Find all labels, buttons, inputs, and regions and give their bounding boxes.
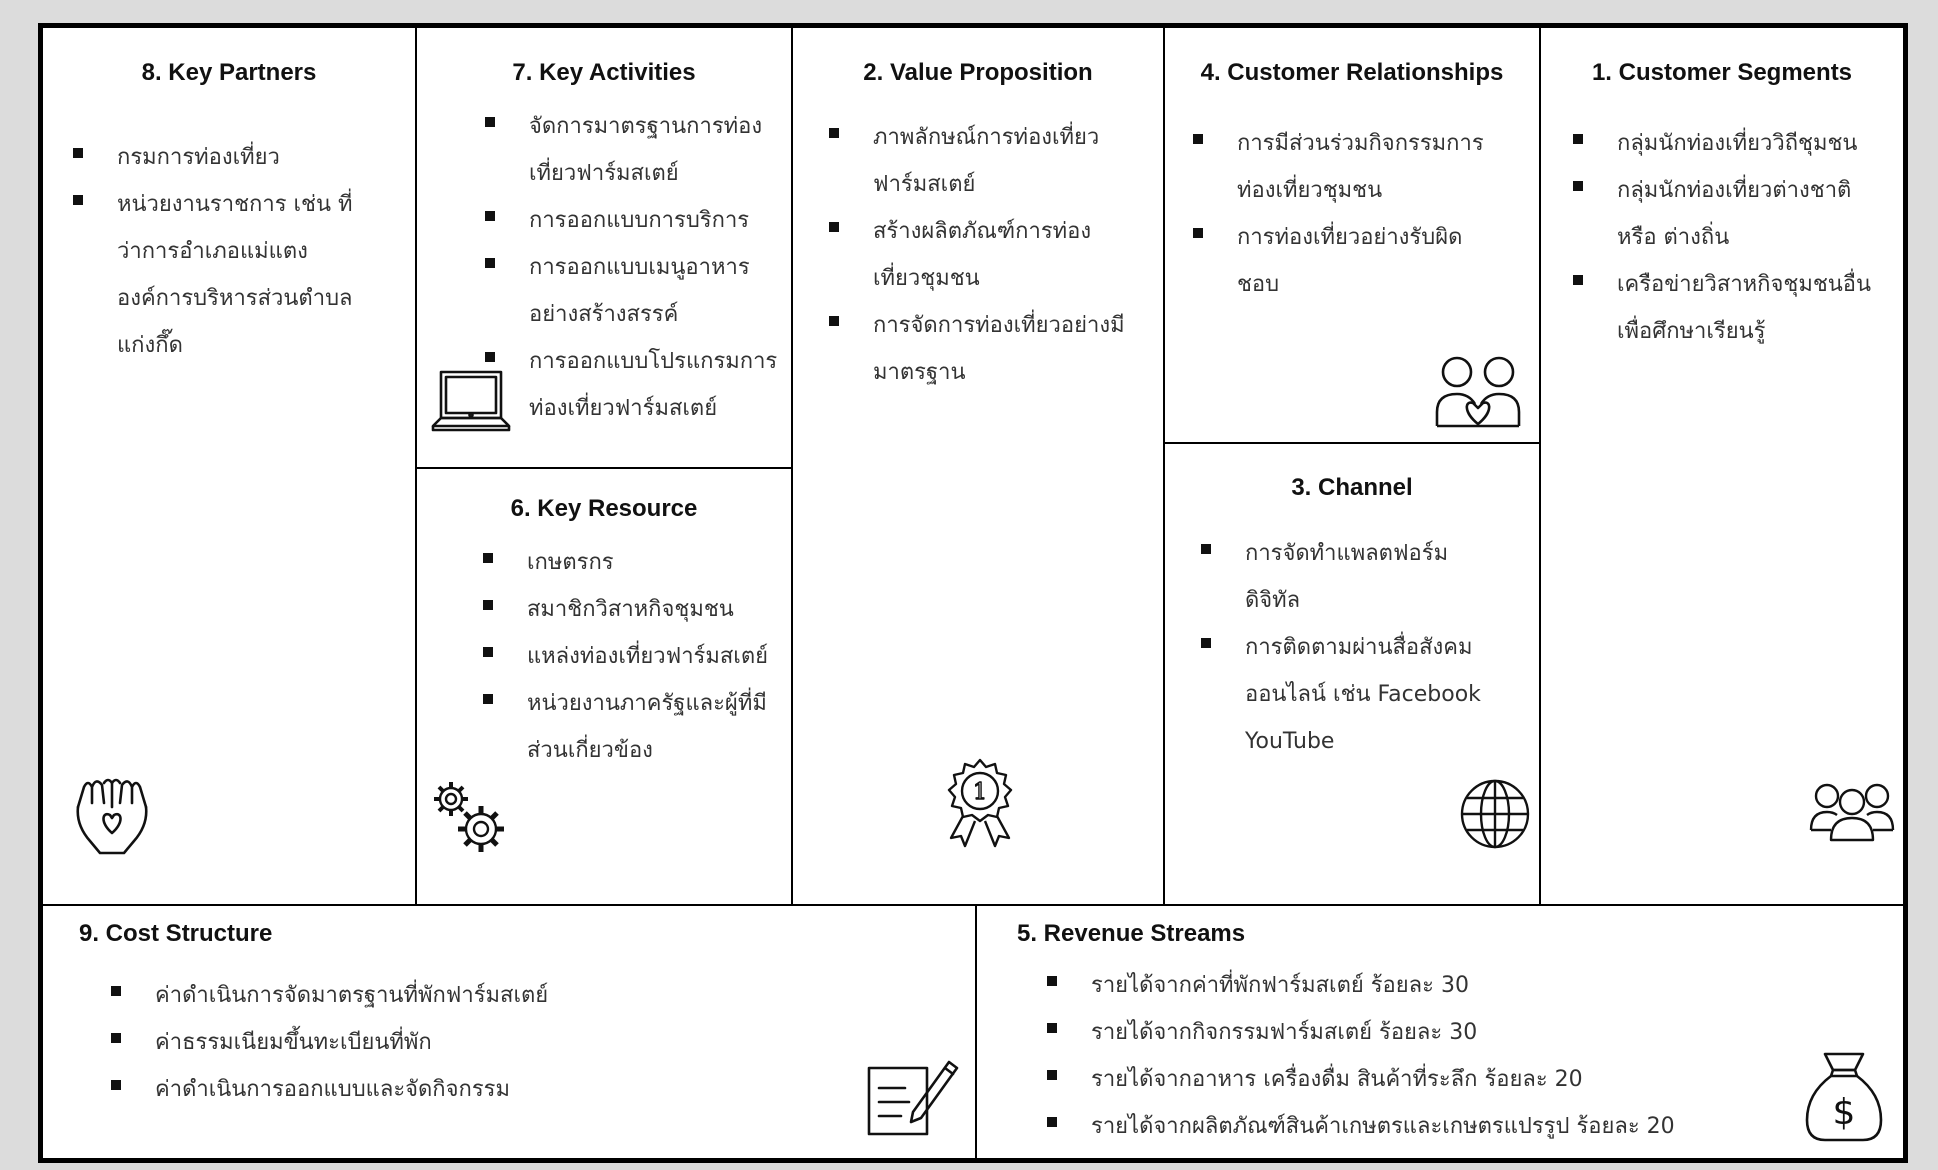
gears-icon: [427, 775, 507, 855]
list-item: รายได้จากกิจกรรมฟาร์มสเตย์ ร้อยละ 30: [1045, 1009, 1685, 1056]
list-item: แหล่งท่องเที่ยวฟาร์มสเตย์: [481, 633, 787, 680]
list-item: การท่องเที่ยวอย่างรับผิดชอบ: [1191, 214, 1491, 308]
list-item: ค่าดำเนินการออกแบบและจัดกิจกรรม: [109, 1066, 709, 1113]
value-proposition-block: 2. Value Proposition ภาพลักษณ์การท่องเที…: [791, 26, 1165, 906]
list-item: การออกแบบการบริการ: [483, 197, 783, 244]
laptop-icon: [429, 368, 513, 434]
couple-heart-icon: [1433, 354, 1523, 428]
list-item: รายได้จากอาหาร เครื่องดื่ม สินค้าที่ระลึ…: [1045, 1056, 1685, 1103]
list-item: การจัดการท่องเที่ยวอย่างมีมาตรฐาน: [827, 302, 1127, 396]
key-partners-block: 8. Key Partners กรมการท่องเที่ยว หน่วยงา…: [41, 26, 417, 906]
revenue-streams-title: 5. Revenue Streams: [1017, 920, 1246, 947]
list-item: หน่วยงานราชการ เช่น ที่ว่าการอำเภอแม่แตง…: [71, 181, 371, 369]
cost-structure-block: 9. Cost Structure ค่าดำเนินการจัดมาตรฐาน…: [41, 904, 977, 1160]
key-activities-block: 7. Key Activities จัดการมาตรฐานการท่องเท…: [415, 26, 793, 469]
list-item: การออกแบบเมนูอาหารอย่างสร้างสรรค์: [483, 244, 783, 338]
globe-icon: [1459, 778, 1531, 850]
list-item: กลุ่มนักท่องเที่ยววิถีชุมชน: [1571, 120, 1881, 167]
money-bag-icon: $: [1803, 1050, 1885, 1144]
key-resource-block: 6. Key Resource เกษตรกร สมาชิกวิสาหกิจชุ…: [415, 467, 793, 906]
key-partners-list: กรมการท่องเที่ยว หน่วยงานราชการ เช่น ที่…: [71, 134, 371, 369]
channel-block: 3. Channel การจัดทำแพลตฟอร์มดิจิทัล การต…: [1163, 442, 1541, 906]
list-item: จัดการมาตรฐานการท่องเที่ยวฟาร์มสเตย์: [483, 103, 783, 197]
group-people-icon: [1809, 778, 1895, 842]
business-model-canvas: 8. Key Partners กรมการท่องเที่ยว หน่วยงา…: [38, 23, 1908, 1163]
value-proposition-list: ภาพลักษณ์การท่องเที่ยวฟาร์มสเตย์ สร้างผล…: [827, 114, 1127, 396]
cost-structure-list: ค่าดำเนินการจัดมาตรฐานที่พักฟาร์มสเตย์ ค…: [109, 972, 709, 1113]
customer-relationships-title: 4. Customer Relationships: [1200, 59, 1504, 86]
document-pen-icon: [865, 1056, 961, 1138]
key-activities-list: จัดการมาตรฐานการท่องเที่ยวฟาร์มสเตย์ การ…: [483, 103, 783, 432]
key-partners-title: 8. Key Partners: [141, 59, 317, 86]
list-item: การออกแบบโปรแกรมการท่องเที่ยวฟาร์มสเตย์: [483, 338, 783, 432]
list-item: รายได้จากผลิตภัณฑ์สินค้าเกษตรและเกษตรแปร…: [1045, 1103, 1685, 1150]
list-item: ภาพลักษณ์การท่องเที่ยวฟาร์มสเตย์: [827, 114, 1127, 208]
svg-text:1: 1: [973, 780, 987, 805]
list-item: รายได้จากค่าที่พักฟาร์มสเตย์ ร้อยละ 30: [1045, 962, 1685, 1009]
key-resource-list: เกษตรกร สมาชิกวิสาหกิจชุมชน แหล่งท่องเที…: [481, 539, 787, 774]
channel-title: 3. Channel: [1291, 474, 1413, 501]
revenue-streams-list: รายได้จากค่าที่พักฟาร์มสเตย์ ร้อยละ 30 ร…: [1045, 962, 1685, 1150]
cost-structure-title: 9. Cost Structure: [79, 920, 273, 947]
list-item: การจัดทำแพลตฟอร์มดิจิทัล: [1199, 530, 1499, 624]
award-ribbon-icon: 1: [937, 758, 1023, 848]
list-item: เครือข่ายวิสาหกิจชุมชนอื่นเพื่อศึกษาเรีย…: [1571, 261, 1881, 355]
value-proposition-title: 2. Value Proposition: [863, 59, 1093, 86]
key-resource-title: 6. Key Resource: [510, 495, 698, 522]
key-activities-title: 7. Key Activities: [512, 59, 696, 86]
customer-segments-block: 1. Customer Segments กลุ่มนักท่องเที่ยวว…: [1539, 26, 1905, 906]
list-item: การติดตามผ่านสื่อสังคมออนไลน์ เช่น Faceb…: [1199, 624, 1499, 765]
list-item: สมาชิกวิสาหกิจชุมชน: [481, 586, 787, 633]
list-item: สร้างผลิตภัณฑ์การท่องเที่ยวชุมชน: [827, 208, 1127, 302]
channel-list: การจัดทำแพลตฟอร์มดิจิทัล การติดตามผ่านสื…: [1199, 530, 1499, 765]
revenue-streams-block: 5. Revenue Streams รายได้จากค่าที่พักฟาร…: [975, 904, 1905, 1160]
customer-segments-list: กลุ่มนักท่องเที่ยววิถีชุมชน กลุ่มนักท่อง…: [1571, 120, 1881, 355]
list-item: ค่าธรรมเนียมขึ้นทะเบียนที่พัก: [109, 1019, 709, 1066]
list-item: กลุ่มนักท่องเที่ยวต่างชาติหรือ ต่างถิ่น: [1571, 167, 1881, 261]
svg-text:$: $: [1833, 1092, 1856, 1133]
list-item: เกษตรกร: [481, 539, 787, 586]
list-item: การมีส่วนร่วมกิจกรรมการท่องเที่ยวชุมชน: [1191, 120, 1491, 214]
caring-hands-heart-icon: [70, 763, 154, 857]
list-item: หน่วยงานภาครัฐและผู้ที่มีส่วนเกี่ยวข้อง: [481, 680, 787, 774]
customer-relationships-block: 4. Customer Relationships การมีส่วนร่วมก…: [1163, 26, 1541, 444]
list-item: ค่าดำเนินการจัดมาตรฐานที่พักฟาร์มสเตย์: [109, 972, 709, 1019]
customer-relationships-list: การมีส่วนร่วมกิจกรรมการท่องเที่ยวชุมชน ก…: [1191, 120, 1491, 308]
list-item: กรมการท่องเที่ยว: [71, 134, 371, 181]
customer-segments-title: 1. Customer Segments: [1591, 59, 1853, 86]
